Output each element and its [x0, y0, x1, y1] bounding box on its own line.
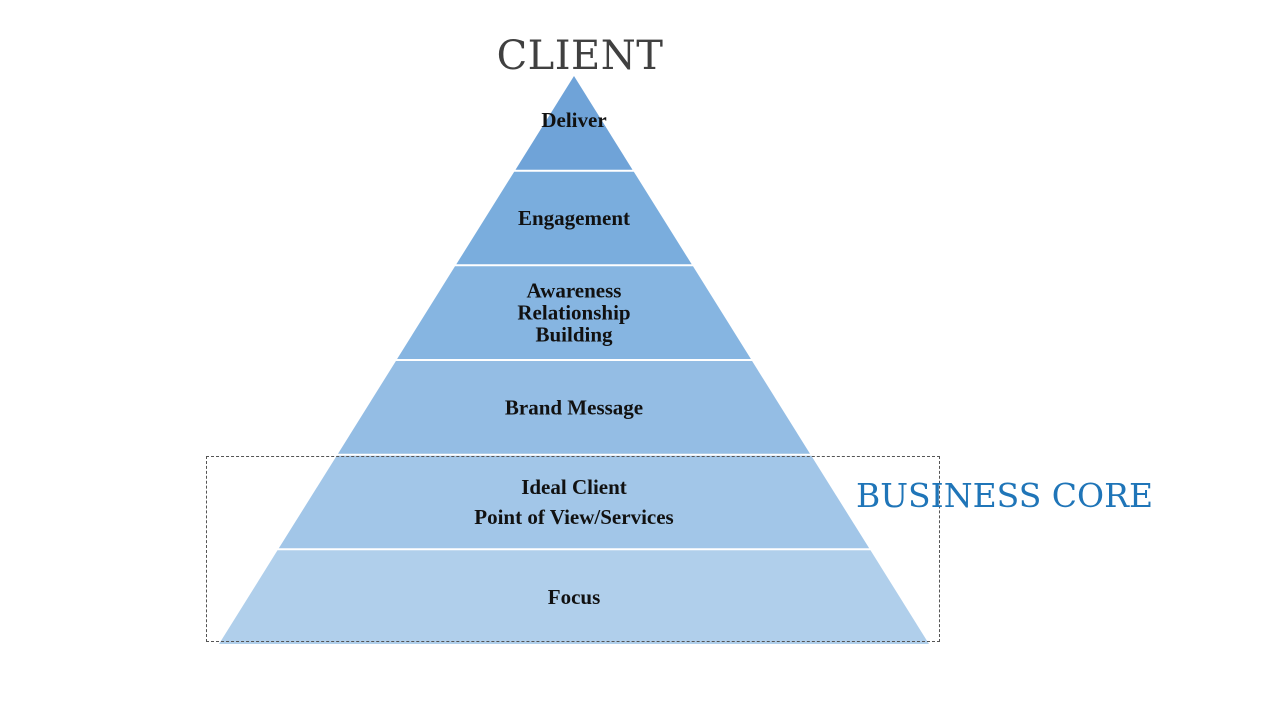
pyramid-layer-5	[278, 455, 870, 549]
pyramid-layer-3-label: Awareness	[527, 279, 622, 303]
pyramid-layer-5-label: Ideal Client	[521, 475, 627, 499]
pyramid-layer-3-label: Building	[535, 323, 613, 347]
pyramid-layer-5-label: Point of View/Services	[474, 505, 673, 529]
business-core-label: BUSINESS CORE	[856, 476, 1154, 515]
pyramid-layer-4	[338, 361, 810, 454]
pyramid-layer-1	[515, 76, 633, 170]
pyramid-layer-4-label: Brand Message	[505, 395, 643, 419]
pyramid-layer-6	[219, 550, 929, 644]
pyramid-layer-2-label: Engagement	[518, 206, 630, 230]
pyramid-layer-3-label: Relationship	[517, 301, 630, 325]
pyramid-layer-3	[397, 266, 751, 359]
pyramid-layer-2	[456, 171, 692, 265]
business-core-frame	[206, 456, 940, 642]
pyramid-layer-1-label: Deliver	[541, 108, 606, 132]
pyramid-layer-6-label: Focus	[548, 585, 601, 609]
apex-label: CLIENT	[496, 33, 664, 79]
